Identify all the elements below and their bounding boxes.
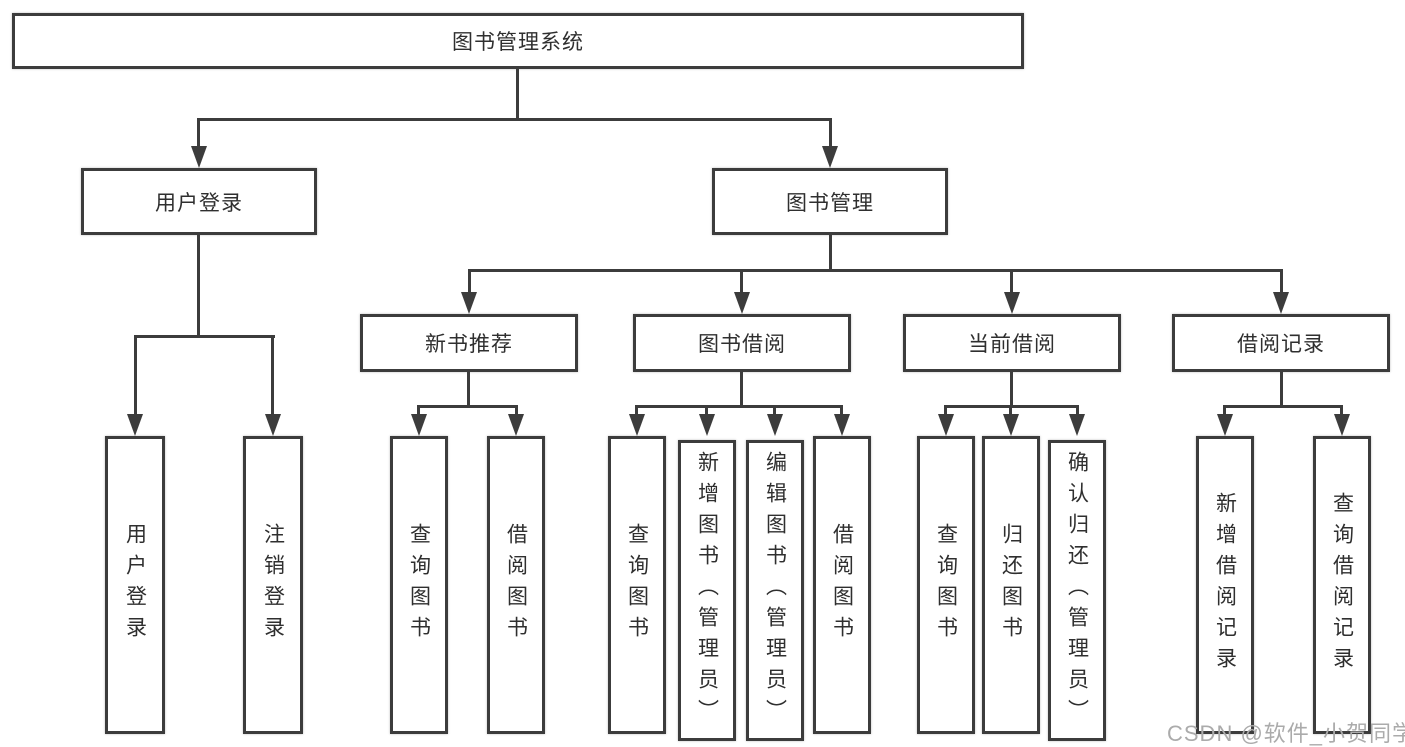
leaf-borrow-books-borrow: 借阅图书 <box>813 436 871 734</box>
arrowhead-down-icon <box>508 414 524 436</box>
node-book-borrow: 图书借阅 <box>633 314 851 372</box>
leaf-query-books-rec: 查询图书 <box>390 436 448 734</box>
connector-leaf-arrow-stem <box>515 405 518 415</box>
connector-book-mgmt-arrow-stem <box>829 118 832 148</box>
leaf-add-borrow-record: 新增借阅记录 <box>1196 436 1254 734</box>
node-current-borrow: 当前借阅 <box>903 314 1121 372</box>
arrowhead-down-icon <box>1334 414 1350 436</box>
arrowhead-down-icon <box>411 414 427 436</box>
arrowhead-down-icon <box>1003 414 1019 436</box>
node-borrow-record: 借阅记录 <box>1172 314 1390 372</box>
connector-leaf-arrow-stem <box>134 335 137 415</box>
arrowhead-down-icon <box>1004 292 1020 314</box>
connector-user-branch-rail <box>134 335 275 338</box>
arrowhead-down-icon <box>265 414 281 436</box>
connector-rec-stem <box>467 372 470 405</box>
connector-leaf-arrow-stem <box>944 405 947 415</box>
leaf-add-books-admin: 新增图书（管理员） <box>678 440 736 741</box>
leaf-logout: 注销登录 <box>243 436 303 734</box>
arrowhead-down-icon <box>1069 414 1085 436</box>
connector-leaf-arrow-stem <box>840 405 843 415</box>
arrowhead-down-icon <box>461 292 477 314</box>
connector-leaf-arrow-stem <box>635 405 638 415</box>
connector-borrow-stem <box>740 372 743 405</box>
connector-record-rail <box>1223 405 1343 408</box>
node-book-mgmt-branch: 图书管理 <box>712 168 948 235</box>
connector-leaf-arrow-stem <box>705 405 708 415</box>
arrowhead-down-icon <box>127 414 143 436</box>
connector-leaf-arrow-stem <box>271 335 274 415</box>
arrowhead-down-icon <box>938 414 954 436</box>
connector-rec-rail <box>417 405 518 408</box>
arrowhead-down-icon <box>767 414 783 436</box>
arrowhead-down-icon <box>629 414 645 436</box>
node-root: 图书管理系统 <box>12 13 1024 69</box>
connector-leaf-arrow-stem <box>1076 405 1079 415</box>
arrowhead-down-icon <box>699 414 715 436</box>
leaf-user-login: 用户登录 <box>105 436 165 734</box>
leaf-query-books-borrow: 查询图书 <box>608 436 666 734</box>
connector-current-stem <box>1010 372 1013 405</box>
connector-leaf-arrow-stem <box>417 405 420 415</box>
connector-level3-arrow-stem <box>1280 269 1283 292</box>
arrowhead-down-icon <box>734 292 750 314</box>
connector-leaf-arrow-stem <box>1009 405 1012 415</box>
node-new-book-rec: 新书推荐 <box>360 314 578 372</box>
csdn-watermark: CSDN @软件_小贺同学 <box>1167 721 1405 746</box>
connector-level3-arrow-stem <box>468 269 471 292</box>
connector-borrow-rail <box>635 405 843 408</box>
connector-level3-arrow-stem <box>1010 269 1013 292</box>
connector-level2-rail <box>197 118 832 121</box>
connector-leaf-arrow-stem <box>1223 405 1226 415</box>
arrowhead-down-icon <box>834 414 850 436</box>
leaf-query-borrow-record: 查询借阅记录 <box>1313 436 1371 734</box>
connector-mgmt-branch-stem <box>829 235 832 272</box>
arrowhead-down-icon <box>191 146 207 168</box>
leaf-return-books: 归还图书 <box>982 436 1040 734</box>
leaf-confirm-return-admin: 确认归还（管理员） <box>1048 440 1106 741</box>
connector-record-stem <box>1280 372 1283 405</box>
leaf-query-books-current: 查询图书 <box>917 436 975 734</box>
arrowhead-down-icon <box>822 146 838 168</box>
connector-user-branch-stem <box>197 235 200 335</box>
connector-root-stem <box>516 69 519 118</box>
connector-level3-rail <box>468 269 1283 272</box>
arrowhead-down-icon <box>1273 292 1289 314</box>
leaf-borrow-books-rec: 借阅图书 <box>487 436 545 734</box>
connector-user-login-arrow-stem <box>197 118 200 148</box>
node-user-login-branch: 用户登录 <box>81 168 317 235</box>
connector-leaf-arrow-stem <box>1340 405 1343 415</box>
arrowhead-down-icon <box>1217 414 1233 436</box>
connector-leaf-arrow-stem <box>773 405 776 415</box>
leaf-edit-books-admin: 编辑图书（管理员） <box>746 440 804 741</box>
connector-level3-arrow-stem <box>740 269 743 292</box>
